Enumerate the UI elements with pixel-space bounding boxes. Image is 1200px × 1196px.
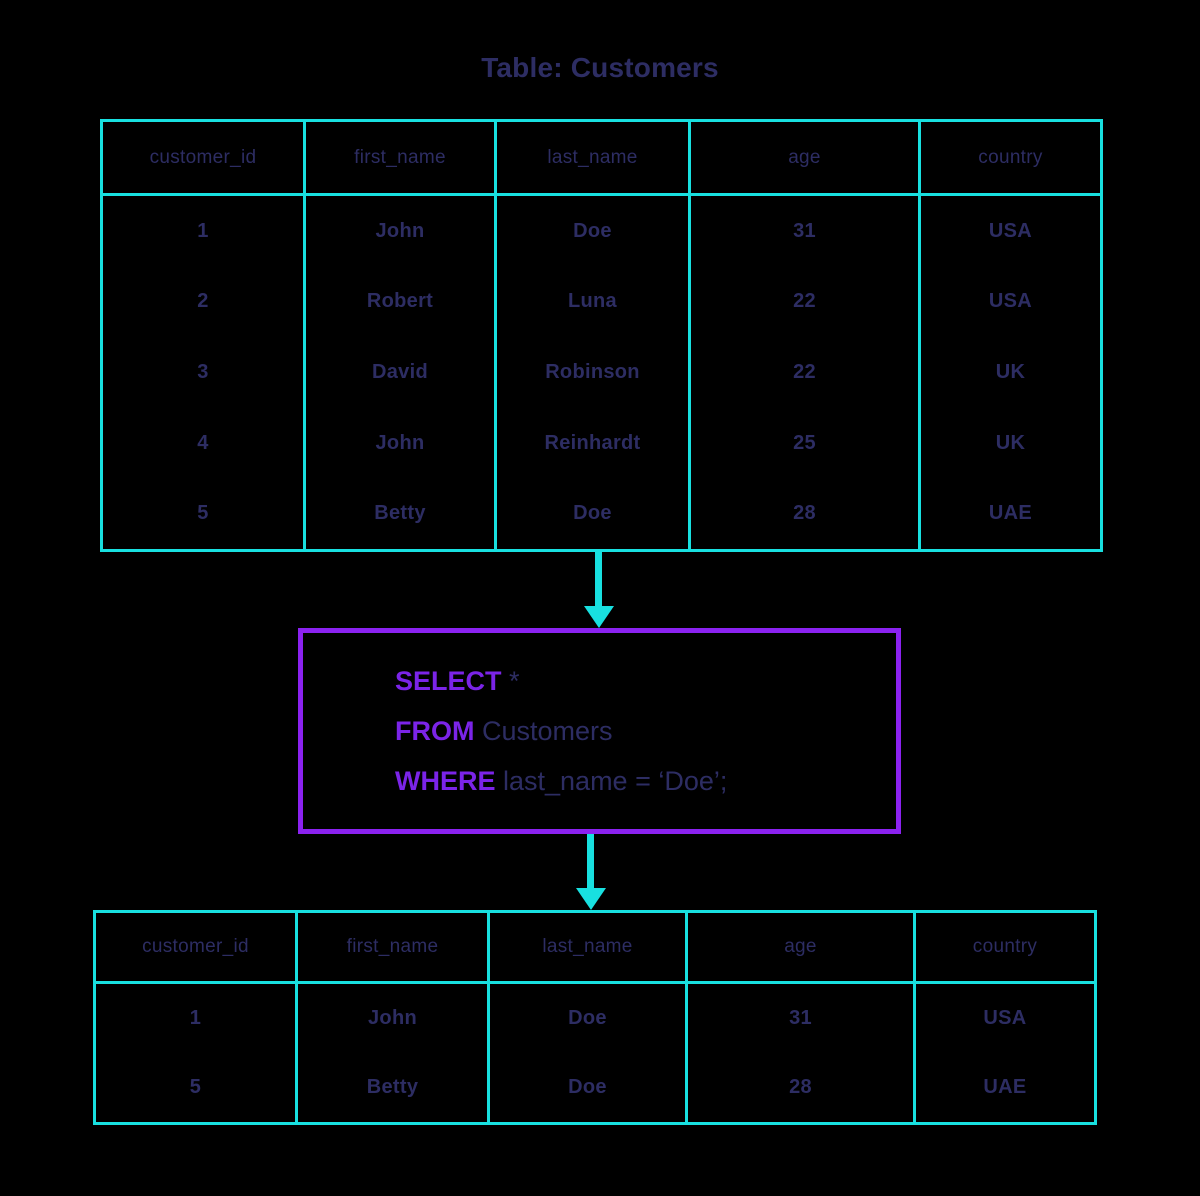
table-row: 5 Betty Doe 28 UAE [96, 1053, 1094, 1122]
cell: Robert [306, 266, 497, 338]
result-header-age: age [688, 913, 916, 981]
source-header-country: country [978, 146, 1043, 168]
result-header-last-name: last_name [490, 913, 688, 981]
cell: USA [988, 290, 1033, 313]
result-table-body: 1 John Doe 31 USA 5 Betty Doe 28 UAE [96, 984, 1094, 1122]
result-table: customer_id first_name last_name age cou… [93, 910, 1097, 1125]
cell: 31 [688, 984, 916, 1053]
sql-line-where: WHERE last_name = ‘Doe’; [395, 756, 896, 806]
cell: Reinhardt [497, 407, 691, 479]
cell: John [306, 196, 497, 267]
source-table-header-row: customer_id first_name last_name age cou… [103, 122, 1100, 196]
cell: 5 [96, 1053, 298, 1122]
sql-expression-select: * [501, 666, 520, 696]
source-header-last-name: last_name [497, 122, 691, 193]
table-row: 4 John Reinhardt 25 UK [103, 407, 1100, 479]
result-table-header-row: customer_id first_name last_name age cou… [96, 913, 1094, 984]
sql-expression-from: Customers [474, 716, 613, 746]
cell: 22 [691, 337, 921, 408]
cell: 25 [691, 407, 921, 479]
table-row: 2 Robert Luna 22 USA [103, 266, 1100, 338]
cell: UAE [988, 502, 1033, 525]
table-row: 1 John Doe 31 USA [96, 984, 1094, 1053]
cell: 22 [691, 266, 921, 338]
result-header-customer-id: customer_id [96, 913, 298, 981]
cell: USA [983, 1007, 1027, 1029]
result-header-country: country [972, 936, 1038, 957]
cell: 3 [103, 337, 306, 408]
table-row: 3 David Robinson 22 UK [103, 337, 1100, 408]
source-table-body: 1 John Doe 31 USA 2 Robert Luna 22 USA 3… [103, 196, 1100, 549]
cell: John [298, 984, 490, 1053]
cell: 2 [103, 266, 306, 338]
arrow-shaft [587, 834, 594, 888]
cell: Doe [490, 984, 688, 1053]
arrow-down-icon [570, 834, 610, 910]
cell: UAE [983, 1076, 1027, 1098]
sql-line-from: FROM Customers [395, 706, 896, 756]
sql-query-box: SELECT * FROM Customers WHERE last_name … [298, 628, 901, 834]
sql-keyword-where: WHERE [395, 766, 496, 796]
source-table: customer_id first_name last_name age cou… [100, 119, 1103, 552]
cell: 28 [688, 1053, 916, 1122]
result-header-first-name: first_name [298, 913, 490, 981]
cell: 1 [96, 984, 298, 1053]
sql-keyword-select: SELECT [395, 666, 502, 696]
arrow-down-icon [578, 552, 618, 628]
sql-line-select: SELECT * [395, 656, 896, 706]
sql-expression-where: last_name = ‘Doe’; [495, 766, 728, 796]
cell: Luna [497, 266, 691, 338]
cell: Doe [497, 478, 691, 549]
cell: Betty [306, 478, 497, 549]
source-header-customer-id: customer_id [103, 122, 306, 193]
cell: Doe [497, 196, 691, 267]
arrow-shaft [595, 552, 602, 606]
cell: USA [988, 219, 1033, 242]
cell: 4 [103, 407, 306, 479]
cell: 28 [691, 478, 921, 549]
cell: Betty [298, 1053, 490, 1122]
cell: 5 [103, 478, 306, 549]
arrow-head [576, 888, 606, 910]
cell: David [306, 337, 497, 408]
cell: 31 [691, 196, 921, 267]
source-header-age: age [691, 122, 921, 193]
cell: John [306, 407, 497, 479]
cell: UK [995, 360, 1026, 383]
cell: UK [995, 431, 1026, 454]
source-header-first-name: first_name [306, 122, 497, 193]
cell: Robinson [497, 337, 691, 408]
cell: 1 [103, 196, 306, 267]
table-row: 1 John Doe 31 USA [103, 196, 1100, 267]
cell: Doe [490, 1053, 688, 1122]
sql-keyword-from: FROM [395, 716, 475, 746]
table-row: 5 Betty Doe 28 UAE [103, 478, 1100, 549]
page-title: Table: Customers [481, 52, 719, 83]
arrow-head [584, 606, 614, 628]
